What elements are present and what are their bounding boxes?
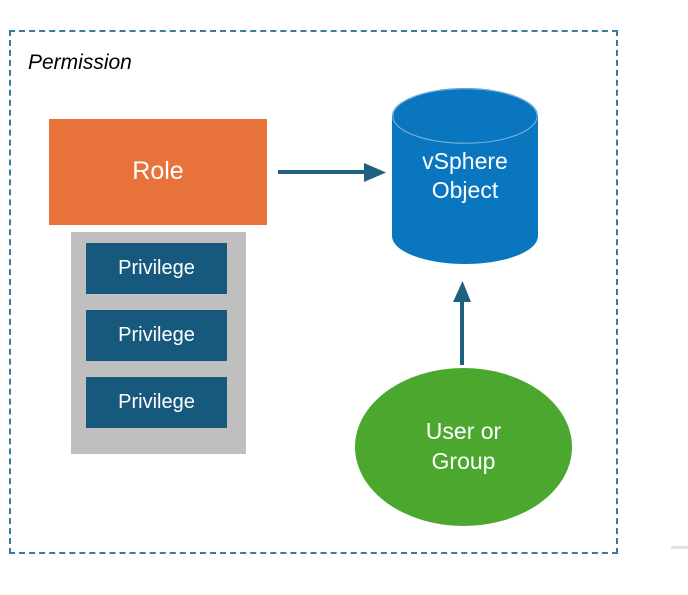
privilege-label-3: Privilege xyxy=(118,391,195,413)
permission-boundary xyxy=(9,30,618,554)
privilege-node-2: Privilege xyxy=(86,310,227,361)
user-or-group-label-line1: User or xyxy=(425,418,502,445)
role-label: Role xyxy=(132,157,184,186)
privilege-label-2: Privilege xyxy=(118,324,195,346)
role-node: Role xyxy=(49,119,267,225)
user-or-group-label-line2: Group xyxy=(431,448,496,474)
permission-label: Permission xyxy=(28,51,132,74)
privilege-node-3: Privilege xyxy=(86,377,227,428)
cylinder-icon xyxy=(392,88,538,264)
privilege-node-1: Privilege xyxy=(86,243,227,294)
privilege-label-1: Privilege xyxy=(118,257,195,279)
user-or-group-node: User or Group xyxy=(355,368,572,526)
vsphere-object-node: vSphere Object xyxy=(392,88,538,264)
edge-artifact xyxy=(671,546,688,549)
user-or-group-label: User or Group xyxy=(426,417,501,477)
